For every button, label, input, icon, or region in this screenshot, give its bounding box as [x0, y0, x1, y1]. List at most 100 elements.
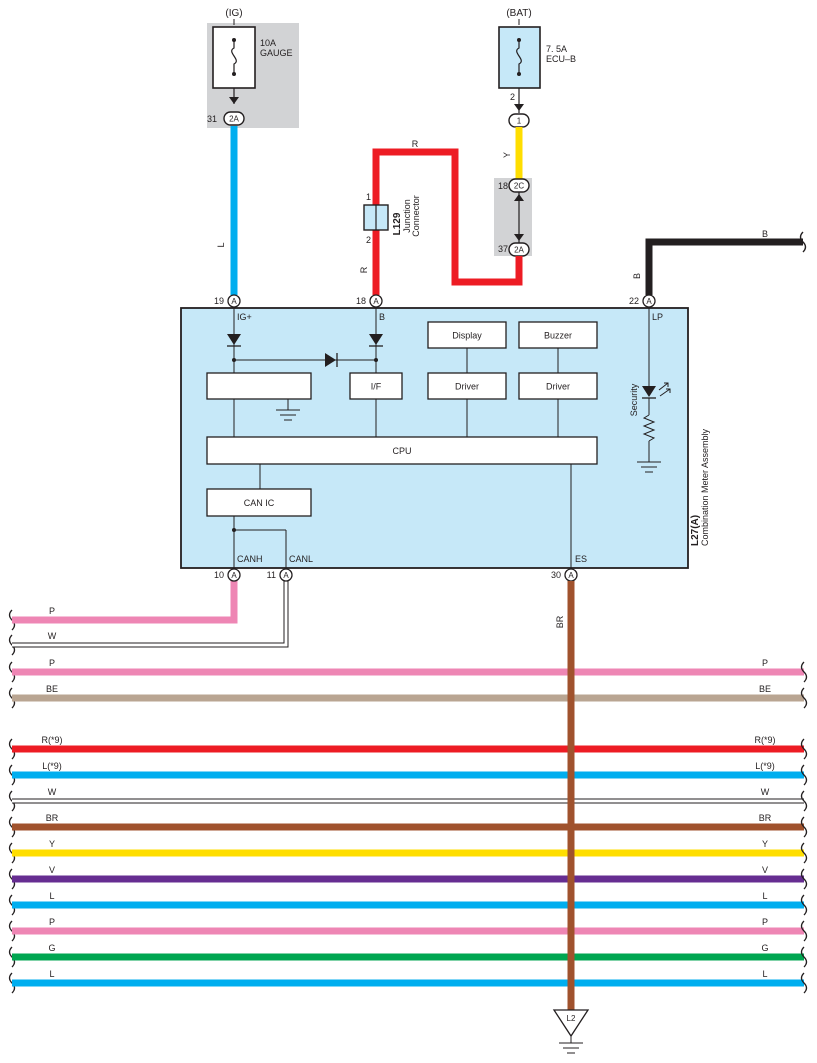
ig-pin: 31 [207, 114, 217, 124]
bus-label-right: L [762, 891, 767, 901]
bus-label-left: BE [46, 684, 58, 694]
bus-break-right-icon [800, 868, 808, 890]
bus-label-left: W [48, 787, 57, 797]
pin-es-label: ES [575, 554, 587, 564]
wire-label-b-side: B [632, 273, 642, 279]
security-ground-icon [637, 461, 661, 473]
bus-break-right-icon [800, 946, 808, 968]
driver-block-2 [518, 372, 598, 400]
pin-10-conn: A [231, 571, 237, 580]
pin-22-lp: A 22 [629, 294, 656, 308]
bus-break-right-icon [800, 816, 808, 838]
ground-l2-triangle [552, 1009, 590, 1038]
driver-block-1 [427, 372, 507, 400]
pin-30-num: 30 [551, 570, 561, 580]
pin-18-b: A 18 [356, 294, 383, 308]
power-ground-icon [276, 409, 300, 421]
if-block [349, 372, 403, 400]
bus-break-right-icon [800, 920, 808, 942]
wire-label-l: L [216, 242, 226, 247]
junction-up-arrow-icon [514, 194, 524, 201]
pin-22-conn: A [646, 297, 652, 306]
ig-connector [223, 111, 245, 126]
can-ic-label: CAN IC [244, 498, 275, 508]
bus-label-left: W [48, 631, 57, 641]
ig-connector-code: 2A [229, 115, 239, 124]
meter-code: L27(A) [690, 515, 701, 546]
wire-label-b-top: B [762, 229, 768, 239]
pin-11-canl: A 11 [267, 568, 293, 582]
junction-upper-code: 2C [514, 182, 524, 191]
bus-break-right-icon [800, 894, 808, 916]
bus-label-left: L [49, 891, 54, 901]
pin-lp-label: LP [652, 312, 663, 322]
bus-label-right: Y [762, 839, 768, 849]
wire-r [372, 148, 523, 295]
bus-label-right: P [762, 658, 768, 668]
b-diode-icon [369, 334, 383, 345]
bat-source-label: (BAT) [506, 8, 531, 19]
pin-b-label: B [379, 312, 385, 322]
ig-fuse-element-icon [231, 40, 237, 74]
bus-break-right-icon [800, 661, 808, 683]
bat-connector-code: 1 [517, 117, 522, 126]
meter-name: Combination Meter Assembly [700, 428, 710, 546]
pin-canl-label: CANL [289, 554, 313, 564]
pin-19-num: 19 [214, 296, 224, 306]
bus-label-left: V [49, 865, 55, 875]
ground-l2-code: L2 [567, 1014, 576, 1023]
ig-connector-arrow-icon [229, 97, 239, 104]
pin-10-canh: A 10 [214, 568, 241, 582]
bus-label-right: BR [759, 813, 772, 823]
cpu-block [206, 436, 598, 465]
bus-label-left: L [49, 969, 54, 979]
ground-l2-icon [559, 1036, 583, 1054]
can-ic-block [206, 488, 312, 517]
power-supply-block [206, 372, 312, 400]
bus-label-right: G [761, 943, 768, 953]
bus-label-right: BE [759, 684, 771, 694]
pin-10-num: 10 [214, 570, 224, 580]
wire-label-y: Y [502, 152, 512, 158]
ig-source-label: (IG) [225, 8, 242, 19]
bus-break-right-icon [800, 842, 808, 864]
bus-break-right-icon [800, 687, 808, 709]
l129-pin-top: 1 [366, 192, 371, 202]
bus-break-right-icon [800, 738, 808, 760]
buzzer-block [518, 321, 598, 349]
cpu-label: CPU [392, 446, 411, 456]
junction-down-arrow-icon [514, 234, 524, 241]
pin-11-conn: A [283, 571, 289, 580]
l129-pin-bottom: 2 [366, 235, 371, 245]
display-label: Display [452, 331, 482, 341]
pin-canh-label: CANH [237, 554, 263, 564]
pin-ig-label: IG+ [237, 312, 252, 322]
bus-label-right: V [762, 865, 768, 875]
security-label: Security [629, 383, 639, 416]
pin-11-num: 11 [267, 570, 276, 580]
pin-18-conn: A [373, 297, 379, 306]
pin-18-num: 18 [356, 296, 366, 306]
wire-canh-p [12, 580, 238, 624]
l129-code: L129 [392, 212, 403, 235]
bat-fuse-element-icon [516, 40, 522, 74]
junction-upper-pin: 18 [498, 181, 508, 191]
bus-break-right-icon [800, 972, 808, 994]
l129-name2: Connector [411, 195, 421, 237]
security-led-icon [642, 386, 656, 397]
bus-label-left: Y [49, 839, 55, 849]
bat-connector-arrow-icon [514, 104, 524, 111]
security-resistor-icon [642, 414, 656, 442]
buzzer-label: Buzzer [544, 331, 572, 341]
bus-label-left: P [49, 658, 55, 668]
junction-lower-code: 2A [514, 246, 524, 255]
bus-label-right: R(*9) [754, 735, 775, 745]
wire-label-r-side: R [359, 266, 369, 273]
pin-19-conn: A [231, 297, 237, 306]
bus-label-left: G [48, 943, 55, 953]
pin-19-ig: A 19 [214, 294, 241, 308]
bus-label-right: W [761, 787, 770, 797]
driver2-label: Driver [546, 382, 570, 392]
